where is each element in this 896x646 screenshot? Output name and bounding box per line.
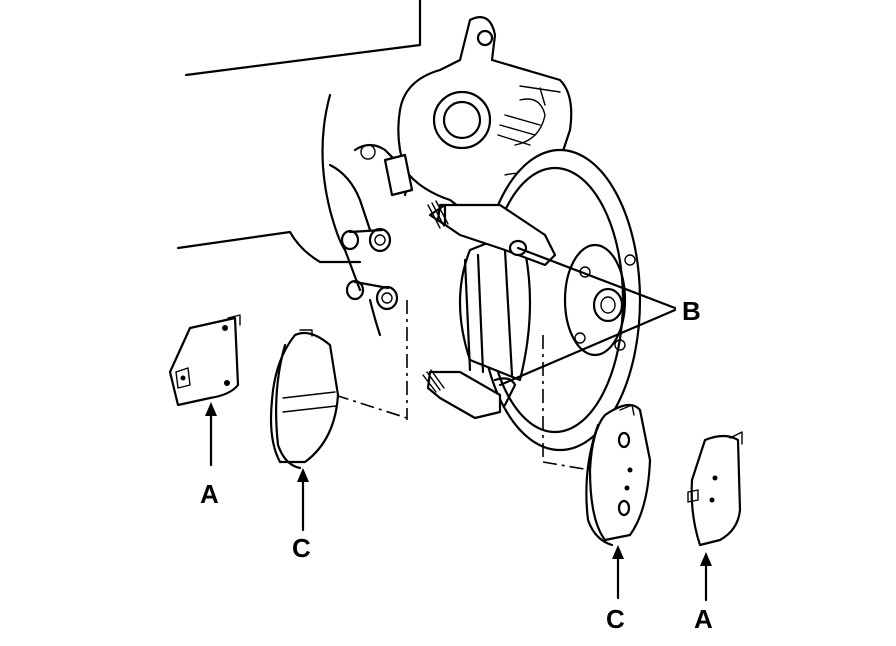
left-shim-a [168, 314, 241, 407]
label-c-right: C [606, 604, 625, 634]
b-leader-lines [498, 246, 677, 387]
label-a-left: A [200, 479, 219, 509]
label-b-right: B [682, 296, 701, 326]
vehicle-body-outline [176, 0, 422, 264]
lower-pad-retainer-clip [422, 369, 517, 420]
callout-arrows [205, 402, 712, 602]
right-pad-c [585, 403, 652, 547]
left-pad-c [269, 329, 340, 470]
caliper-bracket-bolts [340, 227, 399, 337]
right-shim-a [687, 431, 743, 547]
alignment-lines [334, 300, 591, 471]
tie-rod [328, 143, 414, 232]
label-c-left: C [292, 533, 311, 563]
label-a-right: A [694, 604, 713, 634]
